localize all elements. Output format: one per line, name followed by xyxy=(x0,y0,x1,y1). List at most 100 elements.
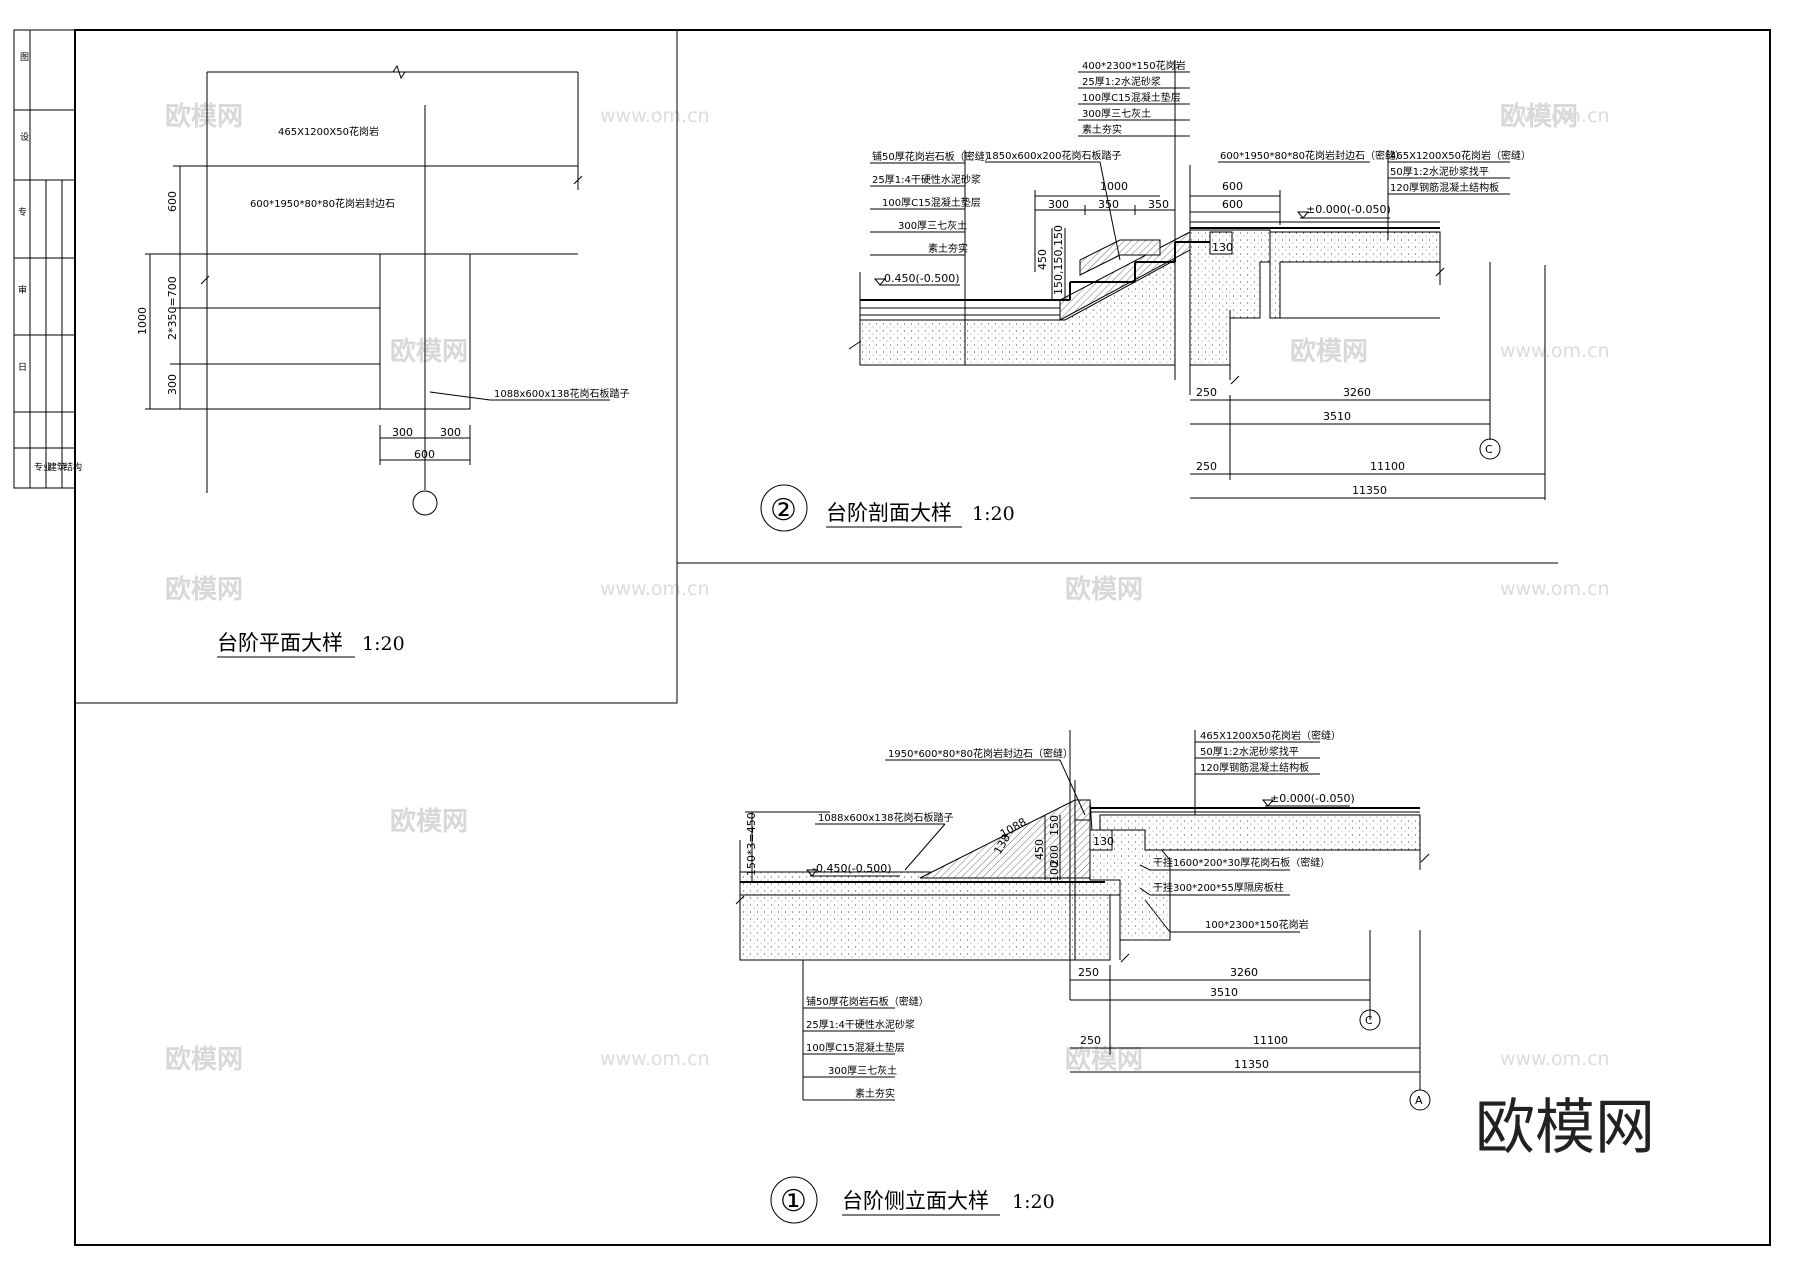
dim-600: 600 xyxy=(166,191,179,212)
elevation-bottom-note: 素土夯实 xyxy=(855,1087,895,1100)
wall-note: 干挂300*200*55厚隔房板柱 xyxy=(1153,881,1284,894)
curb-note: 600*1950*80*80花岗岩封边石（密缝） xyxy=(1220,149,1405,162)
level-high: ±0.000(-0.050) xyxy=(1270,792,1355,805)
drawing-border xyxy=(74,29,1771,1246)
title-block-label: 结构 xyxy=(64,461,82,473)
curb-note: 1950*600*80*80花岗岩封边石（密缝） xyxy=(888,747,1073,760)
step-note: 1088x600x138花岗石板踏子 xyxy=(818,811,953,824)
step-note: 1850x600x200花岗石板踏子 xyxy=(986,149,1121,162)
section-right-note: 120厚钢筋混凝土结构板 xyxy=(1390,181,1499,194)
elevation-bottom-note: 铺50厚花岗岩石板（密缝） xyxy=(806,995,929,1008)
elevation-bottom-note: 25厚1:4干硬性水泥砂浆 xyxy=(806,1018,915,1031)
title-block-label: 设 xyxy=(20,132,29,143)
watermark-logo: 欧模网 xyxy=(1065,574,1143,605)
dim-1000: 1000 xyxy=(1100,180,1128,193)
section-top-note: 400*2300*150花岗岩 xyxy=(1082,59,1186,72)
section-title: 台阶剖面大样 xyxy=(826,501,952,525)
wall-note: 100*2300*150花岗岩 xyxy=(1205,918,1309,931)
title-block-label: 图 xyxy=(20,52,29,63)
watermark-logo: 欧模网 xyxy=(390,806,468,837)
brand-watermark: 欧模网 xyxy=(1475,1093,1655,1163)
section-left-note: 300厚三七灰土 xyxy=(898,219,967,232)
dim-250: 250 xyxy=(1196,386,1217,399)
section-left-note: 铺50厚花岗岩石板（密缝） xyxy=(872,150,995,163)
level-low: -0.450(-0.500) xyxy=(812,862,892,875)
watermark-logo: 欧模网 xyxy=(1290,336,1368,367)
wall-note: 干挂1600*200*30厚花岗石板（密缝） xyxy=(1153,856,1330,869)
curb-label: 600*1950*80*80花岗岩封边石 xyxy=(250,197,395,210)
section-right-note: 50厚1:2水泥砂浆找平 xyxy=(1390,165,1489,178)
watermark-url: www.om.cn xyxy=(600,578,710,600)
watermark-logo: 欧模网 xyxy=(165,1044,243,1075)
dim-3510: 3510 xyxy=(1210,986,1238,999)
title-block-label: 审 xyxy=(18,284,27,296)
watermark-logo: 欧模网 xyxy=(165,101,243,132)
dim-200: 200 xyxy=(1048,845,1061,866)
title-block-label: 专业 xyxy=(34,461,52,473)
section-top-note: 100厚C15混凝土垫层 xyxy=(1082,91,1181,104)
watermark-url: www.om.cn xyxy=(1500,340,1610,362)
dim-11350: 11350 xyxy=(1234,1058,1269,1071)
section-left-note: 素土夯实 xyxy=(928,242,968,255)
dim-450: 450 xyxy=(1036,249,1049,270)
dim-130: 130 xyxy=(1093,835,1114,848)
dim-350: 350 xyxy=(1148,198,1169,211)
elevation-number: ① xyxy=(780,1184,807,1219)
elevation-right-note: 120厚钢筋混凝土结构板 xyxy=(1200,761,1309,774)
dim-11100: 11100 xyxy=(1253,1034,1288,1047)
watermark-url: www.om.cn xyxy=(1500,1048,1610,1070)
dim-150: 150 xyxy=(1048,815,1061,836)
section-scale: 1:20 xyxy=(972,503,1015,525)
section-top-note: 300厚三七灰土 xyxy=(1082,107,1151,120)
title-block: 图 设 专 审 日 专业 建筑 结构 xyxy=(13,29,82,489)
watermark-url: www.om.cn xyxy=(1500,105,1610,127)
elevation-right-note: 465X1200X50花岗岩（密缝） xyxy=(1200,729,1341,742)
elevation-bottom-note: 300厚三七灰土 xyxy=(828,1064,897,1077)
elevation-title: 台阶侧立面大样 xyxy=(842,1189,989,1213)
plan-frame xyxy=(75,30,678,704)
watermark-logo: 欧模网 xyxy=(1065,1044,1143,1075)
level-high: ±0.000(-0.050) xyxy=(1306,203,1391,216)
watermark-url: www.om.cn xyxy=(1500,578,1610,600)
axis-bubble xyxy=(1359,1009,1381,1031)
title-block-label: 日 xyxy=(18,362,27,373)
dim-3510: 3510 xyxy=(1323,410,1351,423)
watermark-logo: 欧模网 xyxy=(165,574,243,605)
dim-700: 2*350=700 xyxy=(166,276,179,340)
dim-250: 250 xyxy=(1080,1034,1101,1047)
title-block-label: 专 xyxy=(18,206,27,218)
section-left-note: 100厚C15混凝土垫层 xyxy=(882,196,981,209)
plan-detail: 600 1000 2*350=700 300 300 300 600 465X1… xyxy=(136,64,629,658)
watermark-url: www.om.cn xyxy=(600,105,710,127)
elevation-scale: 1:20 xyxy=(1012,1191,1055,1213)
elevation-bottom-note: 100厚C15混凝土垫层 xyxy=(806,1041,905,1054)
dim-100: 100 xyxy=(1048,861,1061,882)
paving-label: 465X1200X50花岗岩 xyxy=(278,125,379,138)
dim-3260: 3260 xyxy=(1230,966,1258,979)
dim-250: 250 xyxy=(1078,966,1099,979)
axis-bubble xyxy=(1409,1089,1431,1111)
dim-250: 250 xyxy=(1196,460,1217,473)
dim-450v: 150*3=450 xyxy=(745,812,758,876)
dim-11350: 11350 xyxy=(1352,484,1387,497)
elevation-right-note: 50厚1:2水泥砂浆找平 xyxy=(1200,745,1299,758)
dim-450: 450 xyxy=(1033,839,1046,860)
axis-label: C xyxy=(1365,1014,1373,1027)
dim-130: 130 xyxy=(1212,241,1233,254)
dim-11100: 11100 xyxy=(1370,460,1405,473)
section-number: ② xyxy=(770,493,797,528)
dim-300: 300 xyxy=(440,426,461,439)
dim-600: 600 xyxy=(1222,180,1243,193)
dim-600: 600 xyxy=(414,448,435,461)
dim-600: 600 xyxy=(1222,198,1243,211)
section-right-note: 465X1200X50花岗岩（密缝） xyxy=(1390,149,1531,162)
watermark-url: www.om.cn xyxy=(600,1048,710,1070)
watermark-logo: 欧模网 xyxy=(1500,101,1578,132)
section-top-note: 25厚1:2水泥砂浆 xyxy=(1082,75,1161,88)
dim-150: 150,150,150 xyxy=(1052,225,1065,295)
plan-scale: 1:20 xyxy=(362,633,405,655)
step-label: 1088x600x138花岗石板踏子 xyxy=(494,387,629,400)
dim-3260: 3260 xyxy=(1343,386,1371,399)
title-block-label: 建筑 xyxy=(48,461,66,473)
